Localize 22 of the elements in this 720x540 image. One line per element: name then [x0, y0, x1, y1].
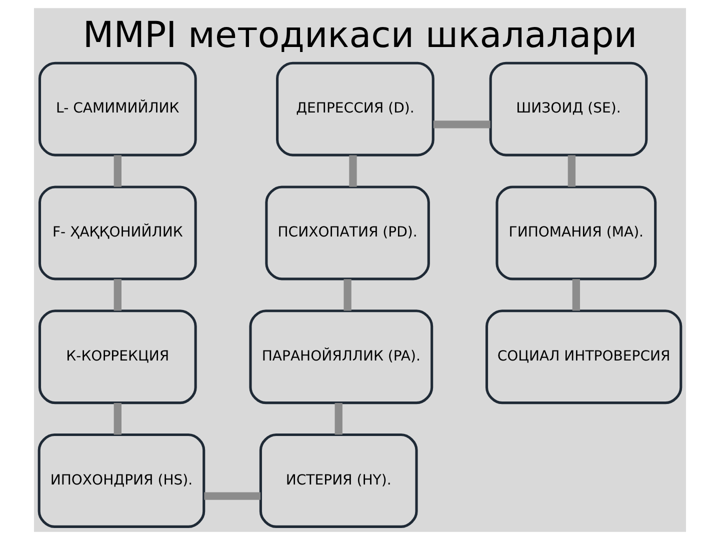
- connector: [114, 155, 122, 187]
- node-box: F- ҲАҚҚОНИЙЛИК: [38, 186, 197, 280]
- node-box: ИПОХОНДРИЯ (HS).: [38, 433, 206, 528]
- node-box: ДЕПРЕССИЯ (D).: [276, 62, 434, 156]
- node-box: L- САМИМИЙЛИК: [38, 62, 197, 156]
- node-box: ПАРАНОЙЯЛЛИК (PA).: [249, 310, 434, 404]
- node-box: К-КОРРЕКЦИЯ: [38, 310, 197, 404]
- connector: [344, 279, 352, 311]
- node-box: ПСИХОПАТИЯ (PD).: [265, 186, 430, 280]
- node-box: СОЦИАЛ ИНТРОВЕРСИЯ: [485, 310, 682, 404]
- node-box: ИСТЕРИЯ (HY).: [259, 433, 418, 528]
- connector: [114, 402, 122, 435]
- connector: [433, 120, 490, 128]
- node-box: ГИПОМАНИЯ (MA).: [496, 186, 657, 280]
- connector: [334, 403, 342, 435]
- connector: [114, 279, 122, 311]
- connector: [204, 492, 260, 500]
- node-box: ШИЗОИД (SE).: [489, 62, 648, 156]
- connector: [349, 155, 357, 187]
- connector: [568, 155, 576, 187]
- connector: [572, 279, 580, 311]
- diagram-title: MMPI методикаси шкалалари: [82, 15, 638, 56]
